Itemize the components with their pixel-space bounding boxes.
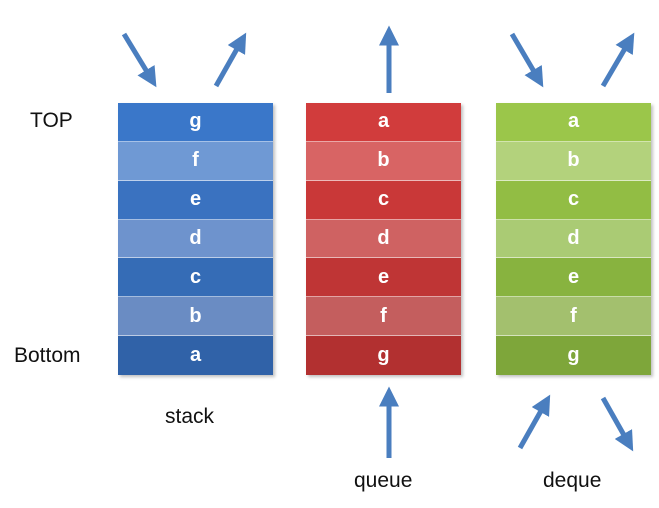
queue-cell-a: a bbox=[306, 103, 461, 142]
stack-cell-a: a bbox=[118, 336, 273, 376]
deque-cell-c: c bbox=[496, 180, 651, 220]
queue-caption: queue bbox=[354, 469, 413, 492]
deque-out-bottom-arrow bbox=[600, 396, 634, 452]
queue-cell-f: f bbox=[306, 297, 461, 337]
stack-cell-b: b bbox=[118, 297, 273, 337]
deque-in-top-arrow bbox=[509, 32, 544, 88]
top-label: TOP bbox=[30, 109, 73, 132]
deque-caption: deque bbox=[543, 469, 602, 492]
bottom-label: Bottom bbox=[14, 344, 81, 367]
stack-cell-d: d bbox=[118, 219, 273, 259]
queue-cell-d: d bbox=[306, 219, 461, 259]
stack-cell-c: c bbox=[118, 258, 273, 298]
queue-cell-c: c bbox=[306, 180, 461, 220]
stack-cell-g: g bbox=[118, 103, 273, 142]
stack-push-arrow bbox=[121, 32, 157, 88]
stack-cell-e: e bbox=[118, 180, 273, 220]
deque-cell-g: g bbox=[496, 336, 651, 376]
stack-caption: stack bbox=[165, 405, 215, 428]
deque-cell-b: b bbox=[496, 141, 651, 181]
queue-cell-g: g bbox=[306, 336, 461, 376]
deque-in-bottom-arrow bbox=[517, 394, 551, 450]
deque-cell-d: d bbox=[496, 219, 651, 259]
deque-cell-f: f bbox=[496, 297, 651, 337]
stack-cell-f: f bbox=[118, 141, 273, 181]
deque-cell-a: a bbox=[496, 103, 651, 142]
deque-cell-e: e bbox=[496, 258, 651, 298]
stack-pop-arrow bbox=[213, 32, 247, 88]
queue-cell-b: b bbox=[306, 141, 461, 181]
deque-out-top-arrow bbox=[600, 32, 635, 88]
queue-cell-e: e bbox=[306, 258, 461, 298]
